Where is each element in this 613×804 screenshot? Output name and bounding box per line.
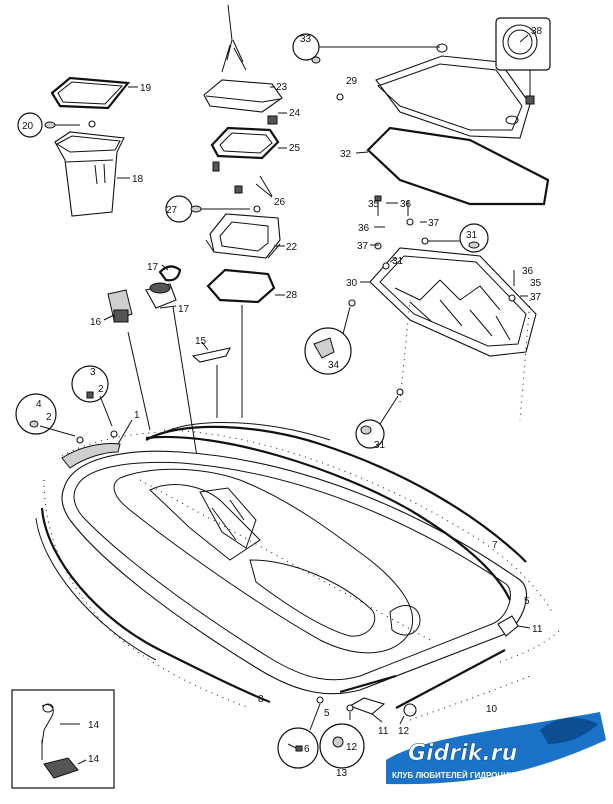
label-33: 33 [300,34,312,45]
label-20: 20 [22,121,34,132]
label-23: 23 [276,82,288,93]
part-31-fasteners [355,223,489,449]
label-2a: 2 [98,384,104,395]
part-17-fittings [103,282,177,323]
label-32: 32 [340,149,352,160]
label-31c: 31 [374,440,386,451]
part-7-rub-rails [35,422,527,704]
label-31a: 31 [466,230,478,241]
label-37b: 37 [357,241,369,252]
label-35a: 35 [368,199,380,210]
label-37a: 37 [428,218,440,229]
label-36b: 36 [358,223,370,234]
label-21: 19 [140,83,152,94]
part-24-latch [267,112,287,125]
label-19: 18 [132,174,144,185]
logo-tagline: КЛУБ ЛЮБИТЕЛЕЙ ГИДРОЦИКЛОВ [392,771,532,780]
leader-lines [127,305,243,476]
label-36a: 36 [400,199,412,210]
label-31b: 31 [392,256,404,267]
label-10: 10 [486,704,498,715]
part-33-screw [292,33,440,101]
label-26: 26 [274,197,286,208]
label-12: 12 [346,742,358,753]
label-17a: 16 [90,317,102,328]
part-8-cap [399,703,417,725]
part-1-bumper [61,419,133,469]
label-5b: 5 [324,708,330,719]
part-23-storage-lid [203,4,283,113]
part-11-parts [348,615,531,723]
part-28-gasket [206,268,285,304]
part-12-13-callout [319,704,365,769]
label-27: 27 [166,205,178,216]
label-8: 12 [398,726,410,737]
label-6: 6 [304,744,310,755]
label-17b: 17 [178,304,190,315]
label-7b: 8 [258,694,264,705]
part-19-storage-bin [54,131,130,217]
label-7a: 7 [492,540,498,551]
label-30: 30 [346,278,358,289]
label-5a: 5 [524,596,530,607]
label-25: 25 [289,143,301,154]
part-25-gasket [210,126,287,160]
label-24: 24 [289,108,301,119]
part-labels: 19 20 18 23 24 25 26 27 22 28 17 16 17 1… [22,26,543,779]
part-30-seat-base [360,247,537,357]
logo-brand: Gidrik.ru [408,741,517,766]
part-6-callout [277,696,324,769]
label-29: 29 [346,76,358,87]
part-3-2-fasteners [71,365,118,438]
part-32-gasket [355,126,550,206]
label-38: 38 [531,26,543,37]
label-11a: 11 [532,624,543,635]
label-15: 14 [88,720,100,731]
part-27-screw [165,195,261,223]
label-16: 15 [195,336,207,347]
inset-box-14-15 [11,689,115,789]
label-35b: 35 [530,278,542,289]
part-21-gasket [50,76,138,110]
label-34: 34 [328,360,340,371]
label-36c: 36 [522,266,534,277]
part-16-bracket [191,341,232,363]
part-26-clips [212,161,273,198]
dotted-parting-lines [43,299,561,721]
part-4-2-fasteners [15,393,84,444]
part-29-seat-cover [375,43,531,139]
right-fasteners [370,195,528,302]
part-18-ring [158,264,182,282]
part-34-bracket [304,299,356,375]
label-11b: 11 [378,726,389,737]
gidrik-logo: Gidrik.ru КЛУБ ЛЮБИТЕЛЕЙ ГИДРОЦИКЛОВ [386,712,606,785]
label-1: 1 [134,410,140,421]
label-18: 17 [147,262,159,273]
label-13: 13 [336,768,348,779]
part-38-gauge [495,17,551,105]
part-20-screw [17,112,96,138]
label-3: 3 [90,367,96,378]
part-5-strips [145,435,511,709]
label-4: 4 [36,399,42,410]
label-37c: 37 [530,292,542,303]
part-22-storage-frame [205,213,285,259]
label-2b: 2 [46,412,52,423]
label-22: 22 [286,242,298,253]
label-14: 14 [88,754,100,765]
hull-deck [61,450,528,695]
label-28: 28 [286,290,298,301]
